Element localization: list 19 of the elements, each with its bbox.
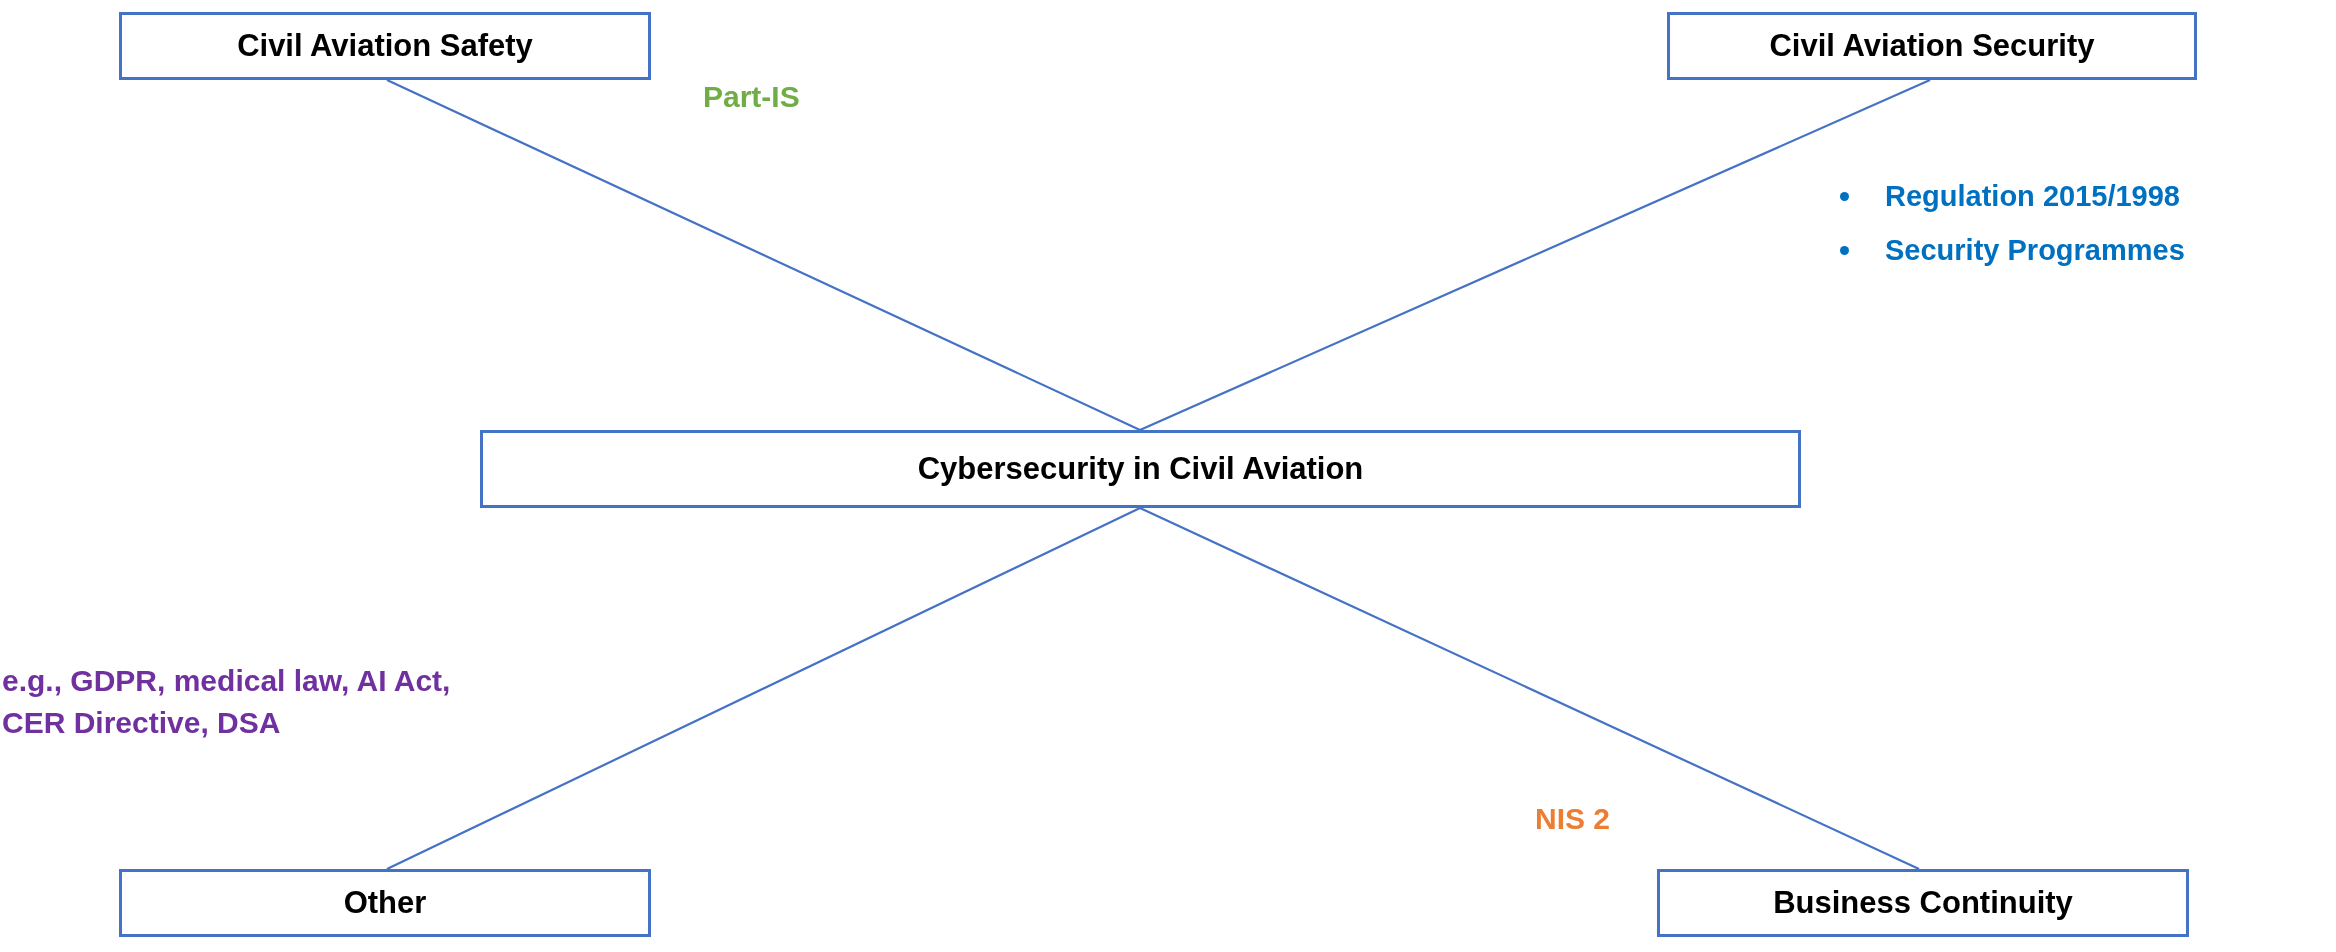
text-box	[119, 869, 651, 937]
text-box	[1667, 12, 2197, 80]
annotation-text: e.g., GDPR, medical law, AI Act, CER Directive, DSA	[2, 663, 452, 741]
list-item-text: Regulation 2015/1998	[1885, 180, 2180, 213]
connector-line	[1139, 79, 1931, 431]
connector-line	[386, 79, 1141, 431]
text-box	[1657, 869, 2189, 937]
box-label: Civil Aviation Safety	[237, 28, 533, 64]
box-label: Business Continuity	[1773, 885, 2073, 921]
annotation-text: NIS 2	[1535, 801, 1612, 837]
annotation-text: Part-IS	[703, 79, 801, 115]
connector-line	[1139, 507, 1920, 870]
box-label: Civil Aviation Security	[1769, 28, 2095, 64]
box-label: Cybersecurity in Civil Aviation	[917, 451, 1364, 487]
text-box	[480, 430, 1801, 508]
connector-line	[386, 507, 1141, 870]
list-item-text: Security Programmes	[1885, 234, 2185, 267]
box-label: Other	[343, 885, 427, 921]
text-box	[119, 12, 651, 80]
